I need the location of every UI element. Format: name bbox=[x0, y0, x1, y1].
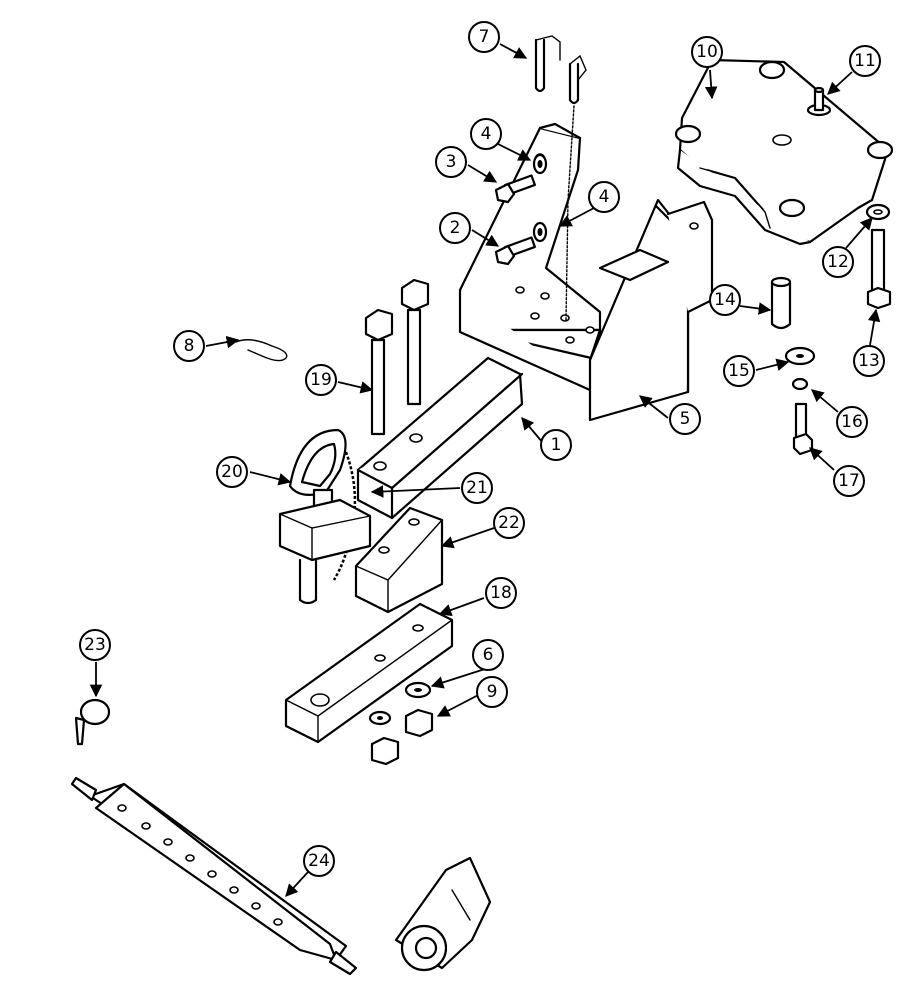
callout-1-label: 1 bbox=[551, 435, 562, 455]
part-1-drawbar bbox=[356, 356, 524, 520]
callout-16-label: 16 bbox=[841, 412, 863, 432]
callout-20-label: 20 bbox=[221, 462, 243, 482]
callout-4-lower: 4 bbox=[588, 181, 620, 213]
callout-10-label: 10 bbox=[696, 42, 718, 62]
callout-19: 19 bbox=[305, 364, 337, 396]
callout-12: 12 bbox=[822, 246, 854, 278]
callout-4-lower-label: 4 bbox=[599, 187, 610, 207]
part-14-pin bbox=[770, 276, 792, 330]
part-16-lockwasher bbox=[791, 377, 809, 391]
callout-2-label: 2 bbox=[450, 218, 461, 238]
part-4-washer-upper bbox=[532, 153, 548, 175]
leader-lines bbox=[89, 43, 881, 897]
callout-23: 23 bbox=[79, 629, 111, 661]
callout-15-label: 15 bbox=[728, 361, 750, 381]
callout-1: 1 bbox=[540, 429, 572, 461]
callout-11-label: 11 bbox=[854, 51, 876, 71]
part-6-washer bbox=[368, 681, 432, 726]
part-24-long-drawbar bbox=[70, 776, 358, 976]
part-2-bolt bbox=[494, 236, 536, 266]
part-23-ring bbox=[74, 698, 111, 746]
callout-7-label: 7 bbox=[479, 27, 490, 47]
part-3-bolt bbox=[494, 174, 536, 204]
part-11-stud bbox=[806, 86, 832, 117]
callout-14: 14 bbox=[709, 284, 741, 316]
callout-8-label: 8 bbox=[184, 336, 195, 356]
callout-21-label: 21 bbox=[466, 478, 488, 498]
callout-5-label: 5 bbox=[680, 409, 691, 429]
part-15-washer bbox=[784, 346, 816, 366]
part-22-spacer-block bbox=[354, 506, 444, 614]
callout-16: 16 bbox=[836, 406, 868, 438]
callout-4-upper: 4 bbox=[470, 118, 502, 150]
callout-8: 8 bbox=[173, 330, 205, 362]
callout-10: 10 bbox=[691, 36, 723, 68]
part-18-lower-plate bbox=[284, 602, 454, 744]
callout-3-label: 3 bbox=[446, 152, 457, 172]
part-4-washer-lower bbox=[532, 221, 548, 243]
part-19-bolts bbox=[364, 278, 430, 436]
callout-6: 6 bbox=[472, 639, 504, 671]
callout-13-label: 13 bbox=[858, 351, 880, 371]
callout-18: 18 bbox=[485, 577, 517, 609]
part-21-spacer-block bbox=[278, 498, 372, 562]
part-13-bolt bbox=[866, 228, 892, 310]
callout-22-label: 22 bbox=[498, 513, 520, 533]
callout-6-label: 6 bbox=[483, 645, 494, 665]
lower-link-end bbox=[394, 856, 492, 972]
callout-24-label: 24 bbox=[308, 851, 330, 871]
callout-20: 20 bbox=[216, 456, 248, 488]
callout-3: 3 bbox=[435, 146, 467, 178]
part-12-washer bbox=[865, 203, 891, 221]
part-17-screw bbox=[792, 402, 814, 456]
callout-13: 13 bbox=[853, 345, 885, 377]
callout-5: 5 bbox=[669, 403, 701, 435]
callout-14-label: 14 bbox=[714, 290, 736, 310]
callout-11: 11 bbox=[849, 45, 881, 77]
callout-19-label: 19 bbox=[310, 370, 332, 390]
part-5-bracket bbox=[458, 122, 714, 422]
callout-24: 24 bbox=[303, 845, 335, 877]
part-20-pin-handle bbox=[288, 428, 357, 605]
part-7-pins bbox=[534, 35, 587, 321]
callout-9: 9 bbox=[476, 676, 508, 708]
callout-21: 21 bbox=[461, 472, 493, 504]
callout-7: 7 bbox=[468, 21, 500, 53]
callout-18-label: 18 bbox=[490, 583, 512, 603]
callout-23-label: 23 bbox=[84, 635, 106, 655]
callout-17: 17 bbox=[833, 465, 865, 497]
callout-22: 22 bbox=[493, 507, 525, 539]
callout-9-label: 9 bbox=[487, 682, 498, 702]
callout-2: 2 bbox=[439, 212, 471, 244]
part-8-clip bbox=[235, 339, 288, 362]
part-9-nut bbox=[370, 708, 434, 766]
callout-4-upper-label: 4 bbox=[481, 124, 492, 144]
callout-15: 15 bbox=[723, 355, 755, 387]
callout-12-label: 12 bbox=[827, 252, 849, 272]
part-10-mounting-plate bbox=[674, 58, 894, 246]
callout-17-label: 17 bbox=[838, 471, 860, 491]
